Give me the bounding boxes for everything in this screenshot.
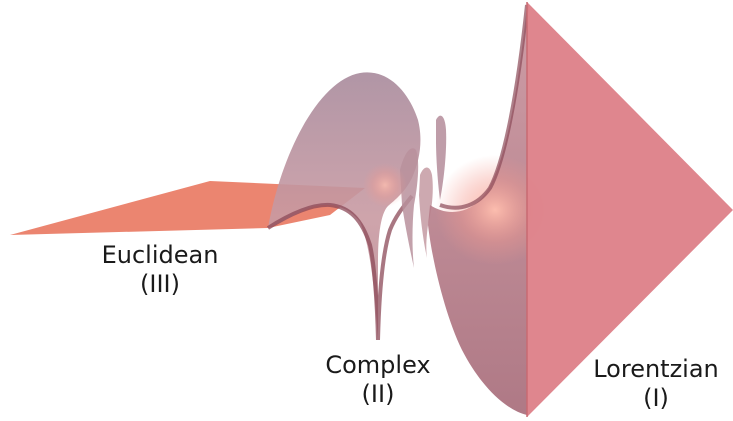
complex-glow [435, 155, 555, 265]
complex-oscillation-1 [400, 148, 419, 268]
lorentzian-sheet [527, 2, 733, 417]
complex-name: Complex [325, 351, 431, 379]
complex-crease [266, 194, 414, 341]
complex-surface-bump [268, 72, 421, 340]
complex-numeral: (II) [361, 380, 395, 408]
complex-oscillation-2 [419, 167, 433, 258]
euclidean-name: Euclidean [101, 241, 219, 269]
complex-glow-small [363, 163, 407, 207]
complex-label: Complex (II) [303, 351, 453, 409]
lorentzian-label: Lorentzian (I) [581, 355, 731, 413]
lorentzian-numeral: (I) [643, 384, 669, 412]
complex-oscillation-3 [436, 115, 447, 200]
complex-fold [439, 4, 529, 210]
lorentzian-name: Lorentzian [593, 355, 719, 383]
euclidean-label: Euclidean (III) [85, 241, 235, 299]
euclidean-numeral: (III) [140, 270, 180, 298]
